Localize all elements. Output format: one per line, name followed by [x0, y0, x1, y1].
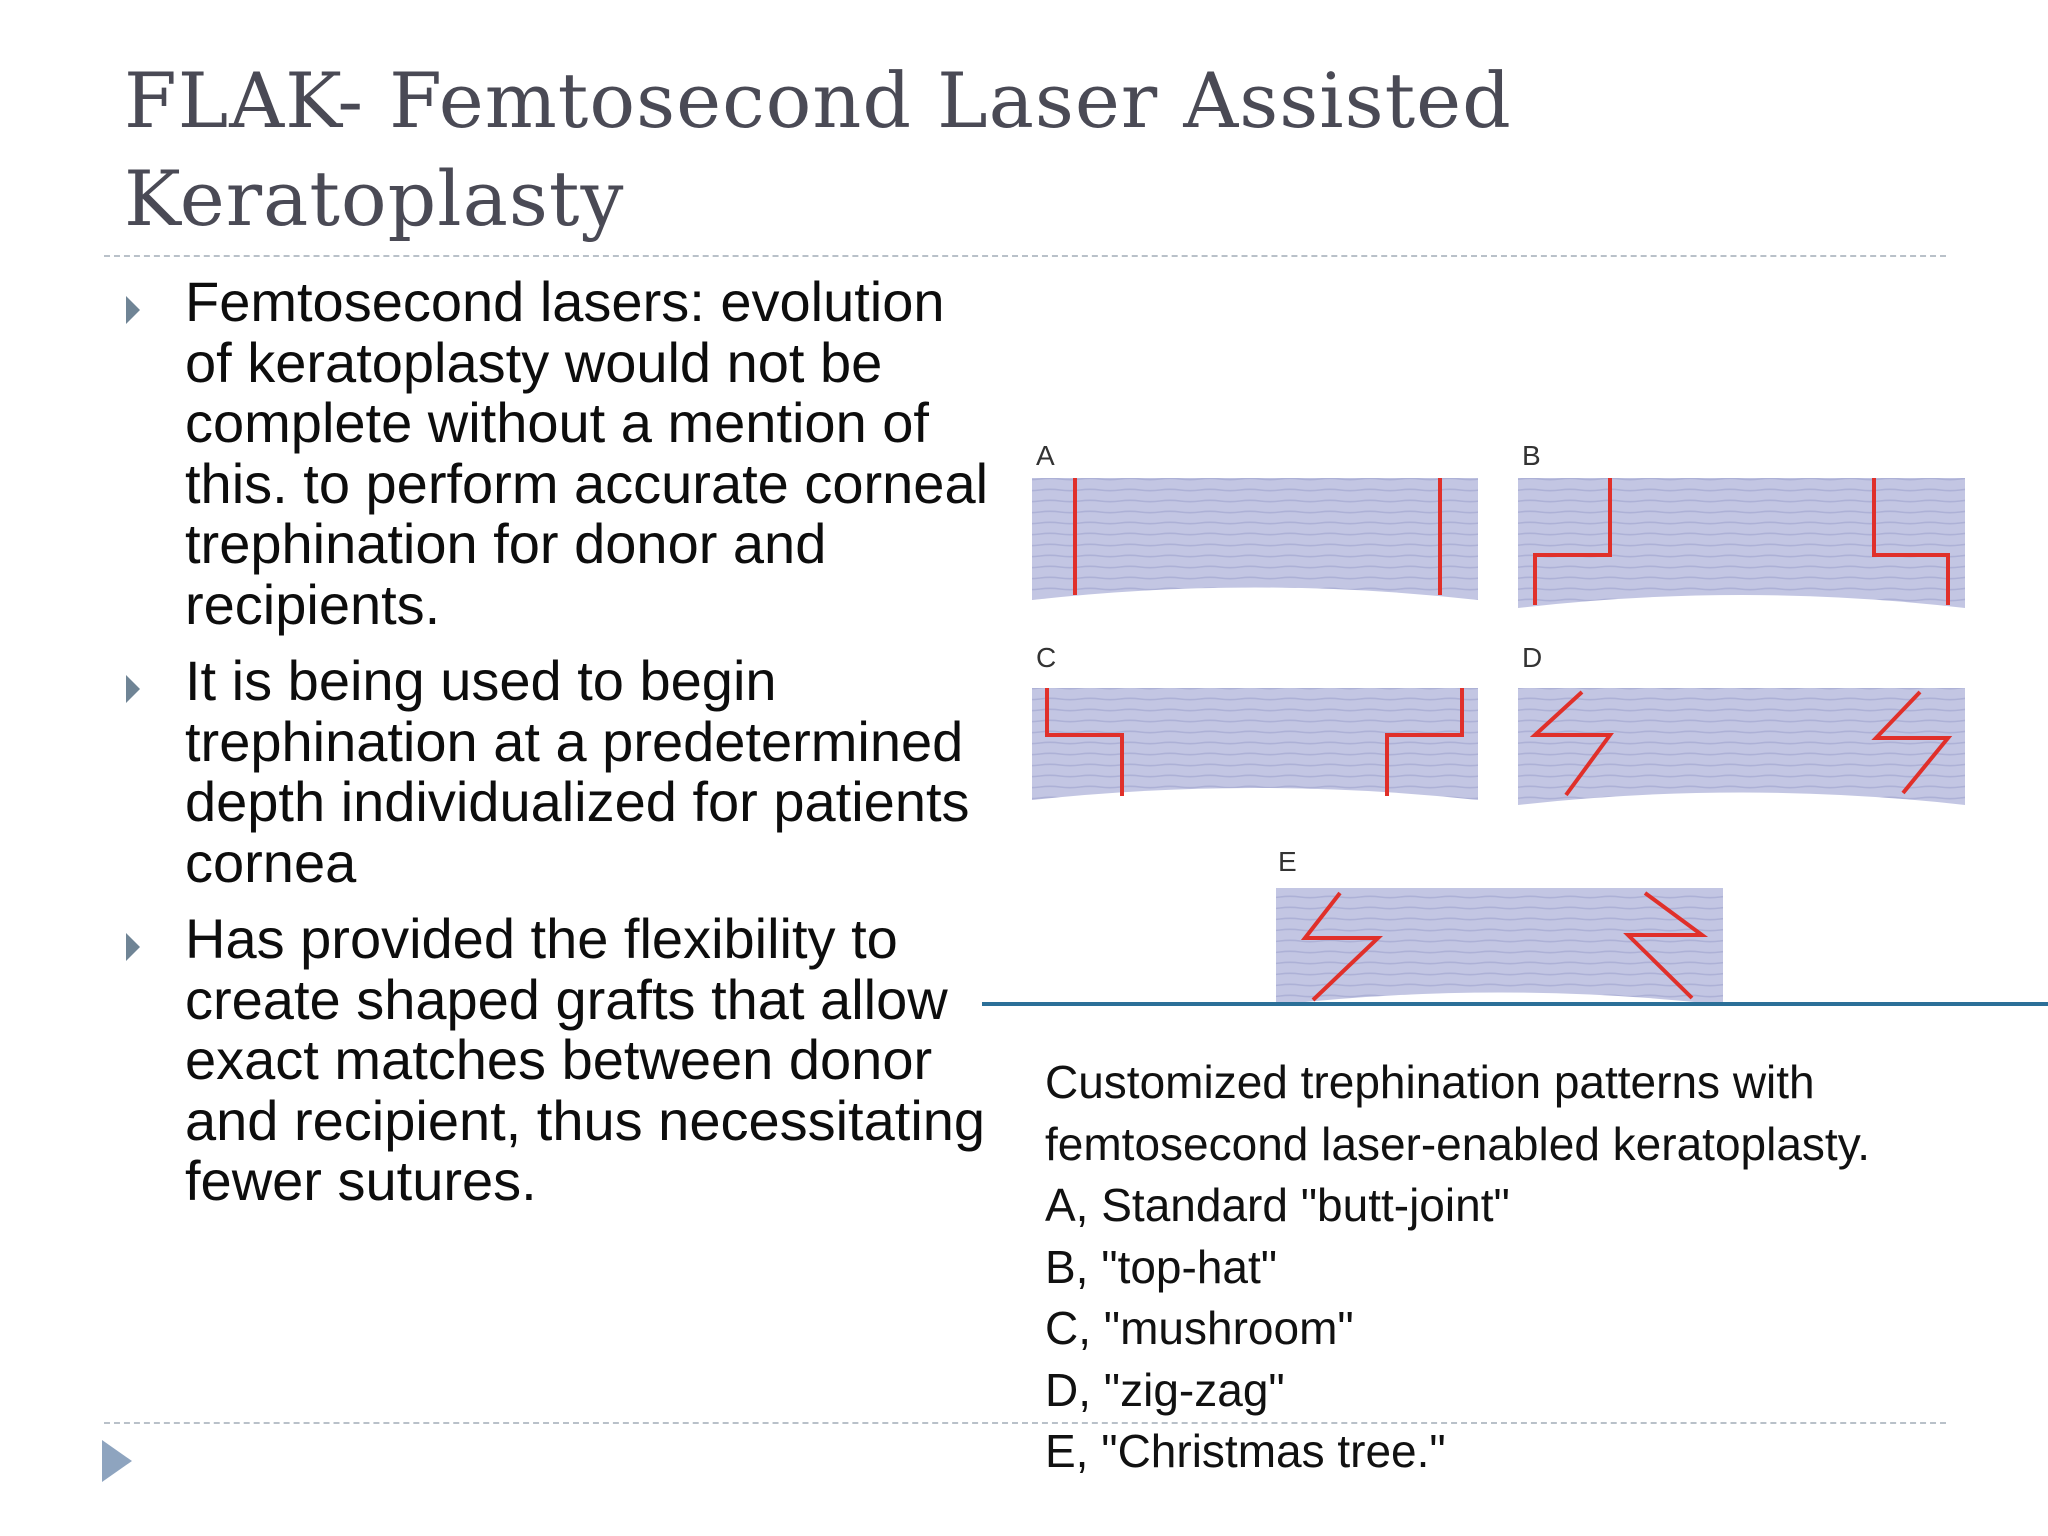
caption-line: femtosecond laser-enabled keratoplasty.	[1045, 1117, 1871, 1170]
panel-e-cornea	[1276, 888, 1723, 1005]
panel-b-right-incision	[1872, 478, 1950, 605]
slide-title-line-1: FLAK- Femtosecond Laser Assisted	[124, 56, 1512, 145]
trephination-patterns-figure: A B C D E	[1032, 440, 1965, 1005]
caption-line: B, "top-hat"	[1045, 1240, 1278, 1293]
panel-d-label: D	[1522, 642, 1542, 673]
panel-c-left-incision	[1045, 688, 1124, 796]
bullet-text: It is being used to begin trephination a…	[185, 649, 970, 894]
panel-b: B	[1518, 440, 1965, 608]
panel-b-left-incision	[1533, 478, 1612, 605]
bullet-text: Has provided the flexibility to create s…	[185, 907, 986, 1212]
title-divider	[104, 255, 1946, 257]
panel-a-cornea	[1032, 478, 1478, 600]
caption-line: Customized trephination patterns with	[1045, 1056, 1815, 1108]
panel-d-right-incision	[1871, 690, 1953, 795]
panel-c: C	[1032, 642, 1478, 800]
panel-b-cornea	[1518, 478, 1965, 608]
bullet-item: Femtosecond lasers: evolution of keratop…	[124, 270, 1004, 636]
bullet-triangle-icon	[126, 675, 140, 703]
footer-divider	[104, 1422, 1946, 1424]
footer-arrow-icon	[102, 1440, 132, 1482]
panel-a-label: A	[1036, 440, 1055, 471]
bullet-item: It is being used to begin trephination a…	[124, 649, 1004, 894]
panel-e-left-incision	[1300, 891, 1383, 1002]
panel-b-label: B	[1522, 440, 1541, 471]
panel-e-label: E	[1278, 846, 1297, 877]
caption-line: E, "Christmas tree."	[1045, 1425, 1446, 1477]
caption-line: A, Standard "butt-joint"	[1045, 1179, 1510, 1231]
panel-d: D	[1518, 642, 1965, 805]
panel-d-left-incision	[1529, 690, 1614, 797]
slide-title: FLAK- Femtosecond Laser Assisted Keratop…	[124, 52, 1924, 248]
bullet-text: Femtosecond lasers: evolution of keratop…	[185, 270, 989, 636]
panel-d-cornea	[1518, 688, 1965, 805]
caption-line: D, "zig-zag"	[1045, 1363, 1285, 1416]
panel-e: E	[1276, 846, 1723, 1005]
panel-c-cornea	[1032, 688, 1478, 800]
slide-title-line-2: Keratoplasty	[124, 154, 625, 243]
panel-c-label: C	[1036, 642, 1056, 673]
bullet-list: Femtosecond lasers: evolution of keratop…	[124, 270, 1004, 1228]
panel-e-right-incision	[1623, 891, 1709, 1000]
bullet-triangle-icon	[126, 296, 140, 324]
panel-a: A	[1032, 440, 1478, 600]
caption-line: C, "mushroom"	[1045, 1302, 1354, 1354]
figure-caption: Customized trephination patterns with fe…	[1045, 1052, 2035, 1483]
panel-c-right-incision	[1385, 688, 1464, 796]
bullet-item: Has provided the flexibility to create s…	[124, 907, 1004, 1212]
bullet-triangle-icon	[126, 933, 140, 961]
figure-caption-rule	[982, 1002, 2048, 1006]
